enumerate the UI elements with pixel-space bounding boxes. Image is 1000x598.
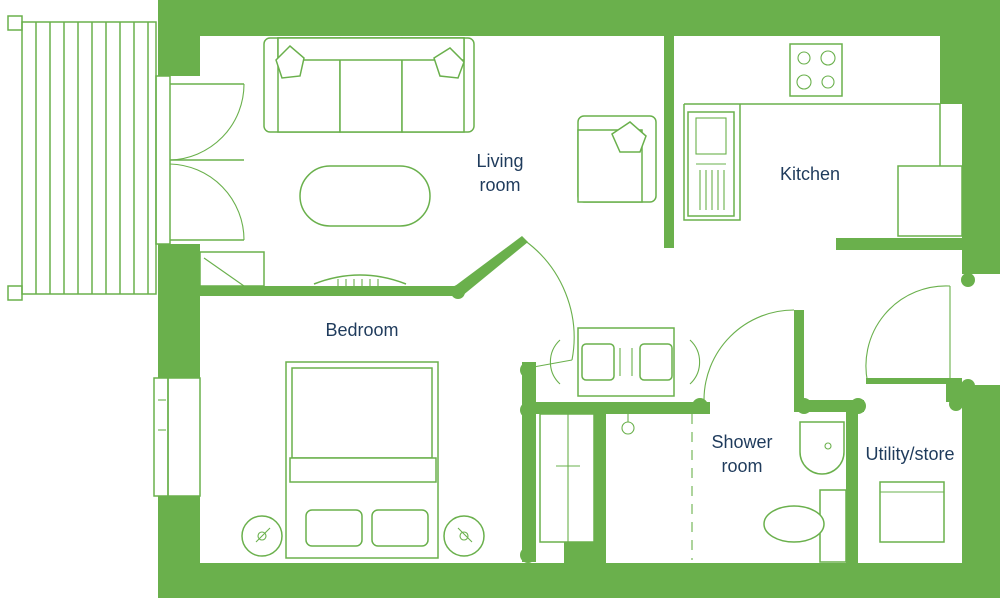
- cupboard-icon: [199, 251, 265, 287]
- bedroom-door: [523, 239, 575, 369]
- toilet-icon: [763, 489, 847, 563]
- balcony-icon: [7, 15, 157, 301]
- living-room-label-line1: Living: [476, 151, 523, 171]
- sofa-icon: [263, 37, 475, 133]
- bedroom-label: Bedroom: [325, 320, 398, 340]
- radiator-icon: [313, 274, 407, 287]
- washing-machine-icon: [879, 481, 945, 543]
- utility-store-label: Utility/store: [865, 444, 954, 464]
- utility-door: [865, 285, 951, 385]
- bedside-lamp-left: [241, 515, 283, 557]
- walls: [158, 0, 1000, 598]
- balcony-doors: [155, 75, 245, 245]
- dining-table-icon: [549, 327, 701, 397]
- shower-door: [703, 309, 795, 401]
- armchair-icon: [577, 115, 657, 203]
- room-labels: Living room Kitchen Bedroom Shower room …: [325, 151, 954, 476]
- shower-room-label-line1: Shower: [711, 432, 772, 452]
- shower-icon: [621, 414, 693, 560]
- bedroom-window: [153, 377, 201, 497]
- hob-icon: [789, 43, 843, 97]
- kitchen-counter: [683, 103, 963, 237]
- washbasin-icon: [799, 421, 845, 475]
- sink-icon: [687, 111, 735, 217]
- living-room-label-line2: room: [479, 175, 520, 195]
- wardrobe-icon: [539, 413, 595, 543]
- shower-room-label-line2: room: [721, 456, 762, 476]
- bedside-lamp-right: [443, 515, 485, 557]
- bed-icon: [285, 361, 439, 559]
- kitchen-label: Kitchen: [780, 164, 840, 184]
- coffee-table-icon: [299, 165, 431, 227]
